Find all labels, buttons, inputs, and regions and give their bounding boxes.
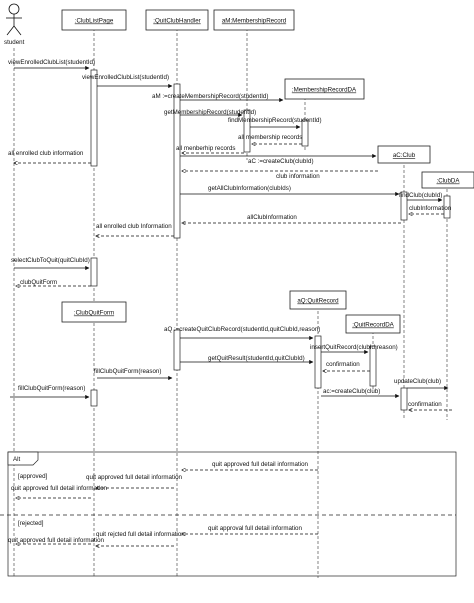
- svg-text::QuitClubHandler: :QuitClubHandler: [153, 18, 200, 25]
- message-label: quit rejcted full detail information: [96, 531, 185, 538]
- message-label: quit approved full detail information: [8, 537, 105, 544]
- participant-quit-record: aQ:QuitRecord: [289, 290, 347, 310]
- svg-text:aC:Club: aC:Club: [393, 152, 416, 159]
- message-label: ac:=createClub(club): [323, 388, 380, 395]
- message-label: clubQuitForm: [20, 279, 57, 286]
- message-label: quit approved full detail information: [212, 461, 309, 468]
- activation-box: [400, 387, 408, 411]
- message-label: aM :=createMembershipRecord(studentId): [152, 93, 268, 100]
- message-label: quit approval full detail information: [208, 525, 302, 532]
- message-label: quit approved full detail information: [11, 485, 108, 492]
- alt-fragment: Alt [approved] [rejected]: [0, 451, 457, 577]
- participant-club: aC:Club: [377, 145, 431, 164]
- message-label: confirmation: [408, 401, 442, 408]
- message-label: viewEnrolledClubList(studentId): [8, 59, 95, 66]
- message-label: updateClub(club): [394, 378, 441, 385]
- participant-club-list-page: :ClubListPage: [61, 9, 127, 31]
- svg-text::ClubQuitForm: :ClubQuitForm: [74, 310, 114, 317]
- message-label: insertQuitRecord(clubId,reason): [310, 344, 398, 351]
- guard-rejected: [rejected]: [18, 520, 44, 527]
- activation-box: [173, 329, 181, 371]
- message-label: findMembershipRecord(studentId): [228, 117, 322, 124]
- message-label: findClub(clubId): [399, 192, 442, 199]
- message-label: all enrolled club information: [8, 150, 84, 157]
- message-label: allClubInformation: [247, 214, 297, 221]
- participant-quit-club-handler: :QuitClubHandler: [145, 9, 209, 31]
- svg-text::ClubDA: :ClubDA: [436, 178, 460, 185]
- message-label: aQ :=createQuitClubRecord(studentId,quit…: [164, 326, 320, 333]
- activation-box: [443, 195, 451, 219]
- message-label: getQuitResult(studentId,quitClubId): [208, 355, 305, 362]
- participant-club-quit-form: :ClubQuitForm: [61, 301, 127, 323]
- message-label: fillClubQuitForm(reason): [18, 385, 85, 392]
- message-label: selectClubToQuit(quitClubId): [11, 257, 90, 264]
- actor-label: student: [4, 39, 25, 46]
- activation-box: [90, 257, 98, 287]
- message-label: all menberhip records: [176, 145, 236, 152]
- student-actor: student: [4, 3, 25, 46]
- message-label: clubInformation: [409, 205, 452, 212]
- activation-box: [369, 345, 377, 387]
- svg-text::QuitRecordDA: :QuitRecordDA: [352, 322, 394, 329]
- svg-text:aM:MembershipRecord: aM:MembershipRecord: [222, 18, 287, 25]
- message-label: getAllClubInformation(clubIds): [208, 185, 291, 192]
- participant-membership-record: aM:MembershipRecord: [213, 9, 295, 31]
- activation-box: [243, 109, 251, 153]
- svg-text::MembershipRecordDA: :MembershipRecordDA: [292, 87, 357, 94]
- message-label: all enrolled club Information: [96, 223, 172, 230]
- message-label: aC :=createClub(clubId): [248, 158, 314, 165]
- fragment-operator: Alt: [13, 456, 21, 463]
- activation-box: [173, 83, 181, 239]
- activation-box: [301, 119, 309, 147]
- activation-box: [400, 191, 408, 221]
- activation-box: [90, 69, 98, 167]
- guard-approved: [approved]: [18, 473, 48, 480]
- activation-box: [314, 335, 322, 389]
- svg-text:aQ:QuitRecord: aQ:QuitRecord: [297, 298, 339, 305]
- message-label: club information: [276, 173, 320, 180]
- activation-box: [90, 389, 98, 407]
- participant-membership-record-da: :MembershipRecordDA: [284, 78, 365, 100]
- message-label: all membership records: [238, 134, 302, 141]
- message-label: viewEnrolledClubList(studentId): [82, 74, 169, 81]
- message-label: confirmation: [326, 361, 360, 368]
- participant-club-da: :ClubDA: [421, 171, 474, 189]
- message-label: getMembershipRecord(studentId): [164, 109, 256, 116]
- participant-quit-record-da: :QuitRecordDA: [345, 314, 401, 334]
- svg-text::ClubListPage: :ClubListPage: [75, 18, 114, 25]
- message-label: quit approved full detail information: [86, 474, 183, 481]
- message-label: fillClubQuitForm(reason): [94, 368, 161, 375]
